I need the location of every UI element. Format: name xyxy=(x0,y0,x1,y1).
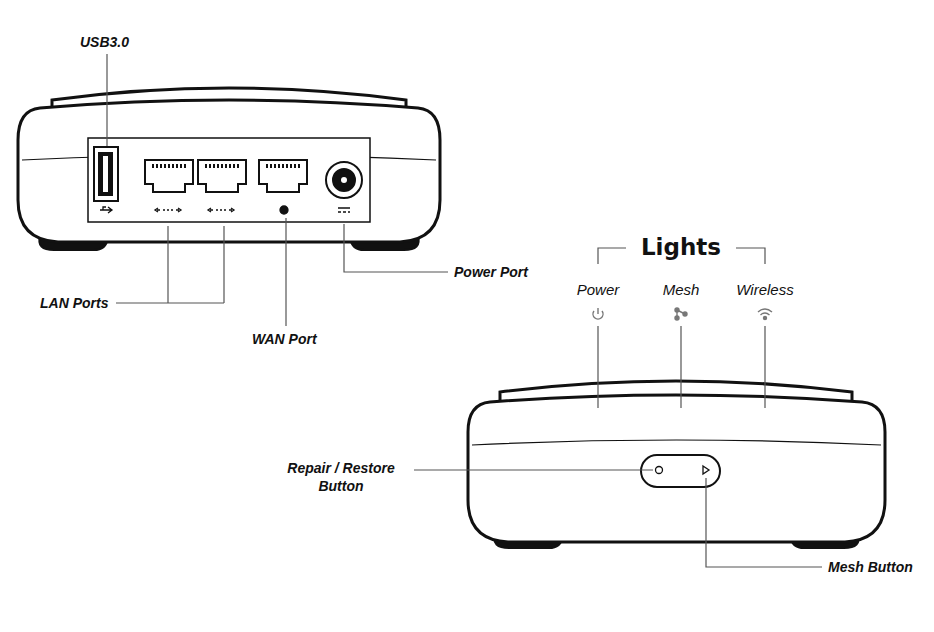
ethernet-ports xyxy=(145,160,307,192)
port-label: Power Port xyxy=(454,263,528,281)
light-label: Power xyxy=(577,280,620,300)
group-heading: Lights xyxy=(641,233,721,263)
light-label: Mesh xyxy=(663,280,700,300)
port-label: USB3.0 xyxy=(80,33,129,51)
button-label: Repair / Restore Button xyxy=(272,459,410,495)
port-label: LAN Ports xyxy=(40,294,108,312)
router-back xyxy=(18,88,440,250)
light-icons xyxy=(593,308,772,320)
leader-lines xyxy=(107,54,822,567)
port-label: WAN Port xyxy=(252,330,317,348)
port-icons xyxy=(100,206,350,214)
light-label: Wireless xyxy=(736,280,793,300)
router-front xyxy=(468,381,885,548)
button-label: Mesh Button xyxy=(828,558,913,576)
